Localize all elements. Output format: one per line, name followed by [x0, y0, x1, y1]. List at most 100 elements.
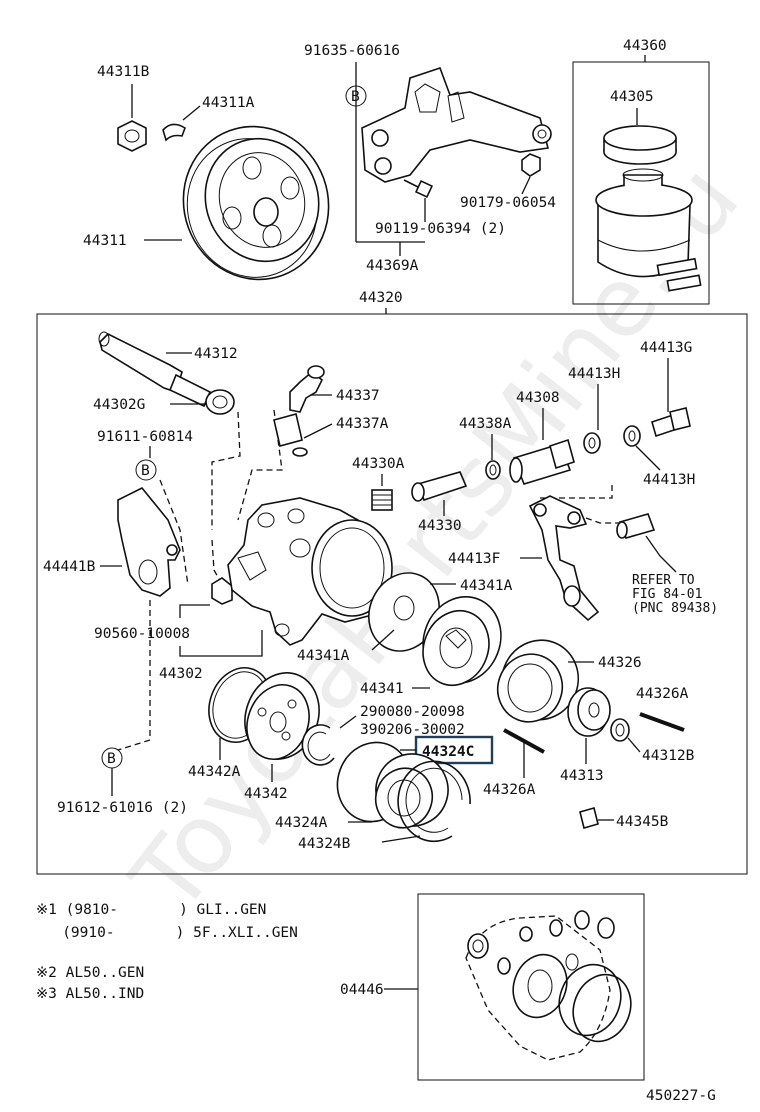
label-90119-06394: 90119-06394 (2): [375, 221, 506, 237]
bracket-group: 91635-60616 B 90119-06394 (2) 44369A 901…: [304, 43, 556, 274]
pin-44326a-low[interactable]: [503, 728, 545, 754]
reservoir-box: [572, 61, 710, 305]
label-44308: 44308: [516, 390, 560, 406]
key-44311a[interactable]: [162, 123, 186, 142]
label-390206-30002: 390206-30002: [360, 722, 465, 738]
label-44324a: 44324A: [275, 815, 328, 831]
fitting-44337[interactable]: [273, 365, 325, 447]
pin-90560-10008[interactable]: [211, 577, 233, 605]
gasket-44413h-right[interactable]: [623, 425, 641, 447]
label-44338a: 44338A: [459, 416, 512, 432]
label-44324b: 44324B: [298, 836, 351, 852]
note-3: ※3 AL50..IND: [36, 986, 144, 1002]
shaft-44312[interactable]: [98, 331, 212, 408]
cap-44305[interactable]: [603, 125, 677, 165]
label-44313: 44313: [560, 768, 604, 784]
label-44326a-right: 44326A: [636, 686, 689, 702]
label-44369a: 44369A: [366, 258, 419, 274]
bolt-90119-06394[interactable]: [403, 179, 434, 199]
label-44320: 44320: [359, 290, 403, 306]
label-290080-20098: 290080-20098: [360, 704, 465, 720]
pulley-group: 44311B 44311A 44311: [83, 64, 350, 300]
label-44341: 44341: [360, 681, 404, 697]
label-44342a: 44342A: [188, 764, 241, 780]
label-04446: 04446: [340, 982, 384, 998]
union-bolt-refer[interactable]: [616, 513, 656, 539]
label-44305: 44305: [610, 89, 654, 105]
label-44441b: 44441B: [43, 559, 96, 575]
align-line-1: [211, 411, 241, 530]
piston-44324c[interactable]: [366, 744, 458, 836]
gasket-44413h-top[interactable]: [583, 432, 601, 454]
label-44342: 44342: [244, 786, 288, 802]
b-mark-top: B: [351, 89, 360, 105]
nut-44311b[interactable]: [117, 120, 147, 152]
label-90179-06054: 90179-06054: [460, 195, 556, 211]
label-44413f: 44413F: [448, 551, 500, 567]
label-44341a-left: 44341A: [297, 648, 350, 664]
pump-assembly-box: [36, 313, 748, 875]
label-44337: 44337: [336, 388, 380, 404]
label-44330a: 44330A: [352, 456, 405, 472]
label-44324c: 44324C: [422, 744, 474, 760]
bolt-44413g[interactable]: [651, 407, 691, 438]
kit-contents-04446[interactable]: [465, 910, 640, 1061]
label-44345b: 44345B: [616, 814, 669, 830]
refer-line3: (PNC 89438): [632, 601, 718, 616]
b-mark-bottom: B: [107, 751, 116, 767]
label-44330: 44330: [418, 518, 462, 534]
cam-ring-44341[interactable]: [410, 585, 513, 695]
label-44311: 44311: [83, 233, 127, 249]
label-44326: 44326: [598, 655, 642, 671]
plate-44342[interactable]: [233, 662, 331, 769]
label-44341a-right: 44341A: [460, 578, 513, 594]
pulley-44311[interactable]: [162, 106, 350, 300]
label-44302g: 44302G: [93, 397, 145, 413]
align-line-2: [159, 479, 189, 586]
label-44312: 44312: [194, 346, 238, 362]
seal-44302g[interactable]: [205, 389, 235, 415]
notes: ※1 (9810- ) GLI..GEN (9910- ) 5F..XLI..G…: [36, 902, 298, 1002]
label-44413h-top: 44413H: [568, 366, 620, 382]
note-1b: (9910- ) 5F..XLI..GEN: [36, 925, 298, 941]
bracket-44369a[interactable]: [361, 66, 552, 183]
pump-body[interactable]: [227, 497, 393, 646]
snap-ring-44312b[interactable]: [610, 718, 630, 742]
diagram-id: 450227-G: [646, 1088, 716, 1104]
nut-90179-06054[interactable]: [521, 153, 541, 177]
reservoir-tank[interactable]: [595, 168, 702, 292]
label-91612-61016: 91612-61016 (2): [57, 800, 188, 816]
label-91611-60814: 91611-60814: [97, 429, 193, 445]
ring-44324b[interactable]: [397, 760, 471, 843]
align-line-6: [540, 485, 613, 499]
spring-44330a[interactable]: [371, 489, 393, 511]
pin-44326a-right[interactable]: [639, 712, 685, 732]
rotor-44313[interactable]: [567, 687, 611, 737]
b-mark-mid: B: [141, 463, 150, 479]
seal-44345b[interactable]: [579, 807, 599, 829]
label-91635-60616: 91635-60616: [304, 43, 400, 59]
bracket-44441b[interactable]: [117, 486, 181, 597]
o-ring-44337a[interactable]: [292, 447, 308, 457]
refer-line2: FIG 84-01: [632, 587, 702, 602]
tube-bracket-44413f[interactable]: [528, 495, 600, 622]
union-44308[interactable]: [509, 438, 575, 485]
label-44312b: 44312B: [642, 748, 695, 764]
snap-ring-90080[interactable]: [301, 724, 335, 766]
label-90560-10008: 90560-10008: [94, 626, 190, 642]
reservoir-group: 44360 44305: [572, 38, 710, 305]
label-44302: 44302: [159, 666, 203, 682]
align-line-3: [211, 539, 229, 596]
label-44413h-right: 44413H: [643, 472, 695, 488]
note-1a: ※1 (9810- ) GLI..GEN: [36, 902, 266, 918]
label-44311b: 44311B: [97, 64, 150, 80]
washer-44338a[interactable]: [485, 460, 501, 480]
kit-box-04446: [417, 893, 645, 1081]
refer-line1: REFER TO: [632, 573, 695, 588]
valve-44330[interactable]: [411, 471, 468, 502]
label-44413g: 44413G: [640, 340, 692, 356]
note-2: ※2 AL50..GEN: [36, 965, 144, 981]
label-44311a: 44311A: [202, 95, 255, 111]
label-44337a: 44337A: [336, 416, 389, 432]
